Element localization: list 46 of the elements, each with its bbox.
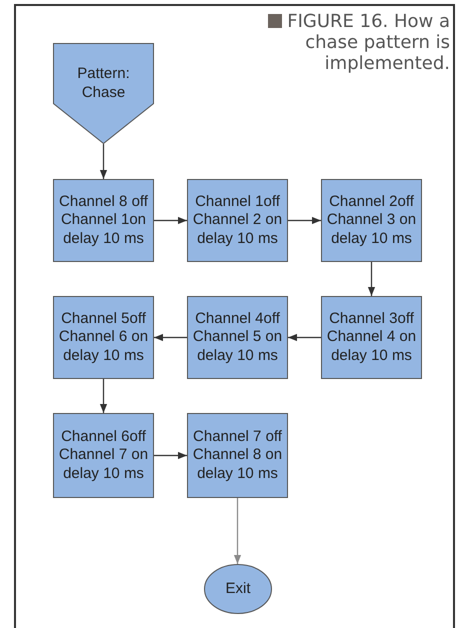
process-box (321, 179, 422, 262)
process-box (187, 296, 288, 379)
process-box (53, 413, 154, 498)
node-text: Channel 6 on (58, 328, 148, 347)
node-text: delay 10 ms (331, 346, 412, 366)
node-text: Channel 4 on (326, 328, 416, 347)
node-text: Channel 5off (61, 310, 146, 328)
node-text: Channel 7 off (193, 428, 282, 446)
node-text: Channel 1on (60, 211, 146, 230)
arrow (234, 498, 242, 564)
node-text: Channel 2 on (192, 211, 282, 230)
node-text: Channel 3off (329, 310, 414, 328)
node-text: delay 10 ms (197, 230, 278, 248)
arrow (154, 334, 187, 342)
node-text: Channel 4off (195, 310, 280, 328)
node-text: Pattern: Chase (76, 65, 131, 102)
node-text: Exit (225, 580, 250, 598)
node-text: Channel 6off (61, 428, 146, 446)
node-text: Channel 7 on (58, 446, 148, 465)
process-box (187, 179, 288, 262)
node-text: delay 10 ms (331, 230, 412, 248)
arrow (154, 216, 187, 224)
node-text: Channel 1off (195, 192, 280, 212)
node-text: Channel 8 off (59, 192, 148, 212)
node-text: delay 10 ms (63, 464, 144, 484)
node-text: Channel 8 on (192, 446, 282, 465)
process-box (53, 296, 154, 379)
node-text: Channel 2off (329, 192, 414, 212)
process-box (53, 179, 154, 262)
figure-title: FIGURE 16. How a chase pattern is implemented. (287, 11, 450, 74)
process-box (187, 413, 288, 498)
process-box (321, 296, 422, 379)
arrow (288, 334, 321, 342)
node-text: delay 10 ms (197, 346, 278, 366)
arrow (154, 452, 187, 460)
arrow (368, 262, 376, 296)
node-text: Channel 3 on (326, 211, 416, 230)
node-text: delay 10 ms (63, 230, 144, 248)
start-pentagon (53, 43, 154, 144)
terminator-ellipse (204, 564, 272, 614)
node-text: delay 10 ms (197, 464, 278, 484)
arrow (100, 379, 108, 413)
arrow (288, 216, 321, 224)
node-text: delay 10 ms (63, 346, 144, 366)
node-text: Channel 5 on (192, 328, 282, 347)
arrow (100, 144, 108, 179)
